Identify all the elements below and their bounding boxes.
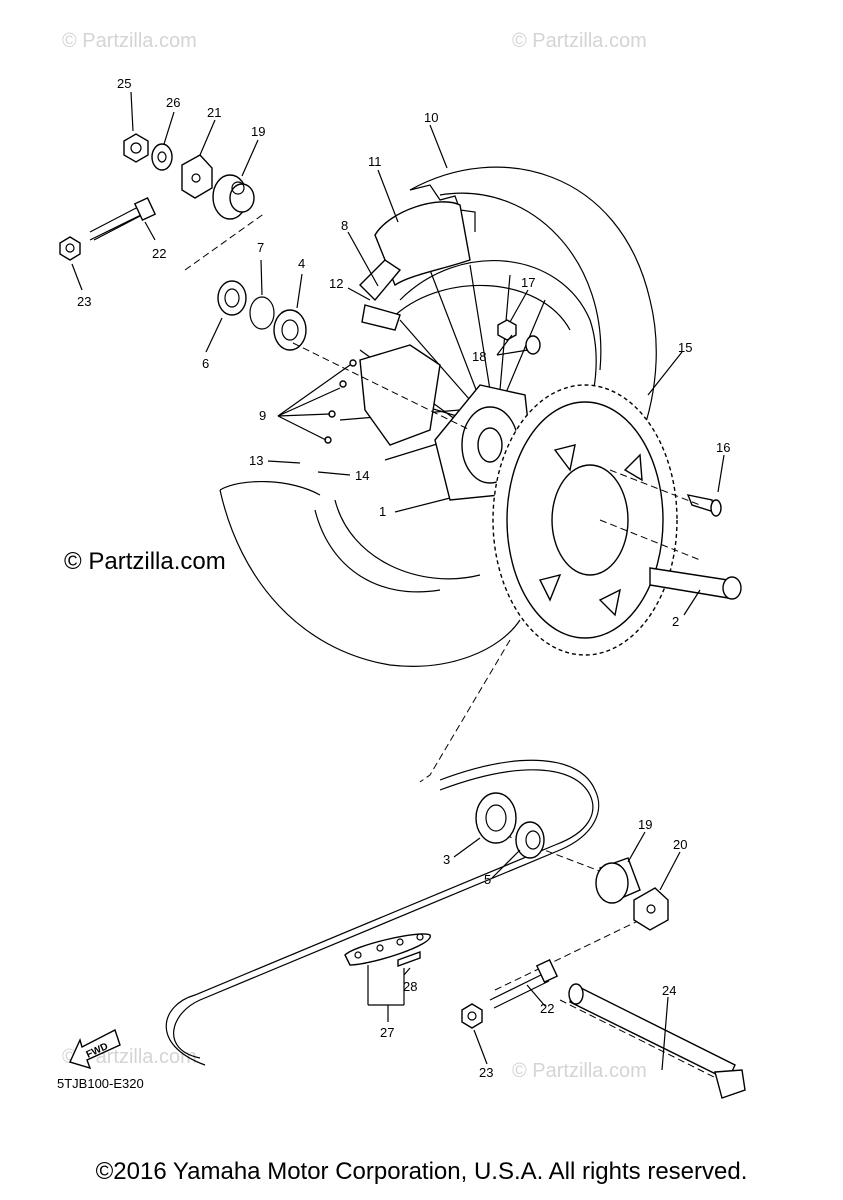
callout-21: 21 [207,105,221,120]
callout-13: 13 [249,453,263,468]
bolt-22-lower [489,958,559,1009]
nut-23-upper [59,236,81,261]
callout-labels: 1 2 3 4 5 6 7 8 9 10 11 12 13 14 15 16 1… [77,76,730,1080]
circlip-7 [249,296,275,330]
watermark-mid-left: © Partzilla.com [64,548,226,575]
callout-18: 18 [472,349,486,364]
callout-24: 24 [662,983,676,998]
axle-24 [568,983,746,1099]
callout-11: 11 [368,154,382,169]
callout-9: 9 [259,408,266,423]
sprocket [492,384,678,656]
callout-23-upper: 23 [77,294,91,309]
callout-5: 5 [484,872,491,887]
bearing-3 [475,792,517,844]
drive-chain [165,759,600,1066]
bolt-16 [686,494,722,517]
watermark-top-left: © Partzilla.com [62,30,197,52]
nut-23-lower [461,1003,483,1029]
diagram-code: 5TJB100-E320 [57,1076,144,1091]
callout-22-lower: 22 [540,1001,554,1016]
callout-3: 3 [443,852,450,867]
callout-15: 15 [678,340,692,355]
fwd-arrow: FWD [69,1029,121,1070]
rim-band [359,201,471,331]
callout-19-upper: 19 [251,124,265,139]
nut-25 [123,133,149,163]
collar-19-upper [212,174,255,220]
tire [219,166,657,667]
spoke-nipples [324,359,357,444]
collar-5 [515,821,545,859]
callout-25: 25 [117,76,131,91]
callout-2: 2 [672,614,679,629]
washer-18 [525,335,541,355]
callout-16: 16 [716,440,730,455]
callout-26: 26 [166,95,180,110]
callout-8: 8 [341,218,348,233]
callout-20: 20 [673,837,687,852]
bearing-4 [273,309,307,351]
watermark-top-right: © Partzilla.com [512,30,647,52]
joint-27 [344,933,431,966]
chain-puller-20 [633,887,669,931]
washer-26 [151,143,173,171]
hub [359,344,531,501]
callout-12: 12 [329,276,343,291]
assembly-guides [184,212,741,1091]
nut-17 [497,319,517,341]
callout-17: 17 [521,275,535,290]
chain-puller-21 [181,154,213,199]
watermark-bottom-right: © Partzilla.com [512,1060,647,1082]
callout-14: 14 [355,468,369,483]
callout-23-lower: 23 [479,1065,493,1080]
callout-6: 6 [202,356,209,371]
callout-1: 1 [379,504,386,519]
leader-lines [71,91,725,1071]
clip-28 [397,951,421,967]
callout-7: 7 [257,240,264,255]
callout-22-upper: 22 [152,246,166,261]
callout-19-lower: 19 [638,817,652,832]
collar-19-lower [595,857,641,904]
bolt-22-upper [89,196,157,241]
collar-2 [649,567,742,600]
bearing-6 [217,280,247,316]
callout-4: 4 [298,256,305,271]
callout-10: 10 [424,110,438,125]
callout-28: 28 [403,979,417,994]
copyright-notice: ©2016 Yamaha Motor Corporation, U.S.A. A… [95,1158,748,1185]
callout-27: 27 [380,1025,394,1040]
